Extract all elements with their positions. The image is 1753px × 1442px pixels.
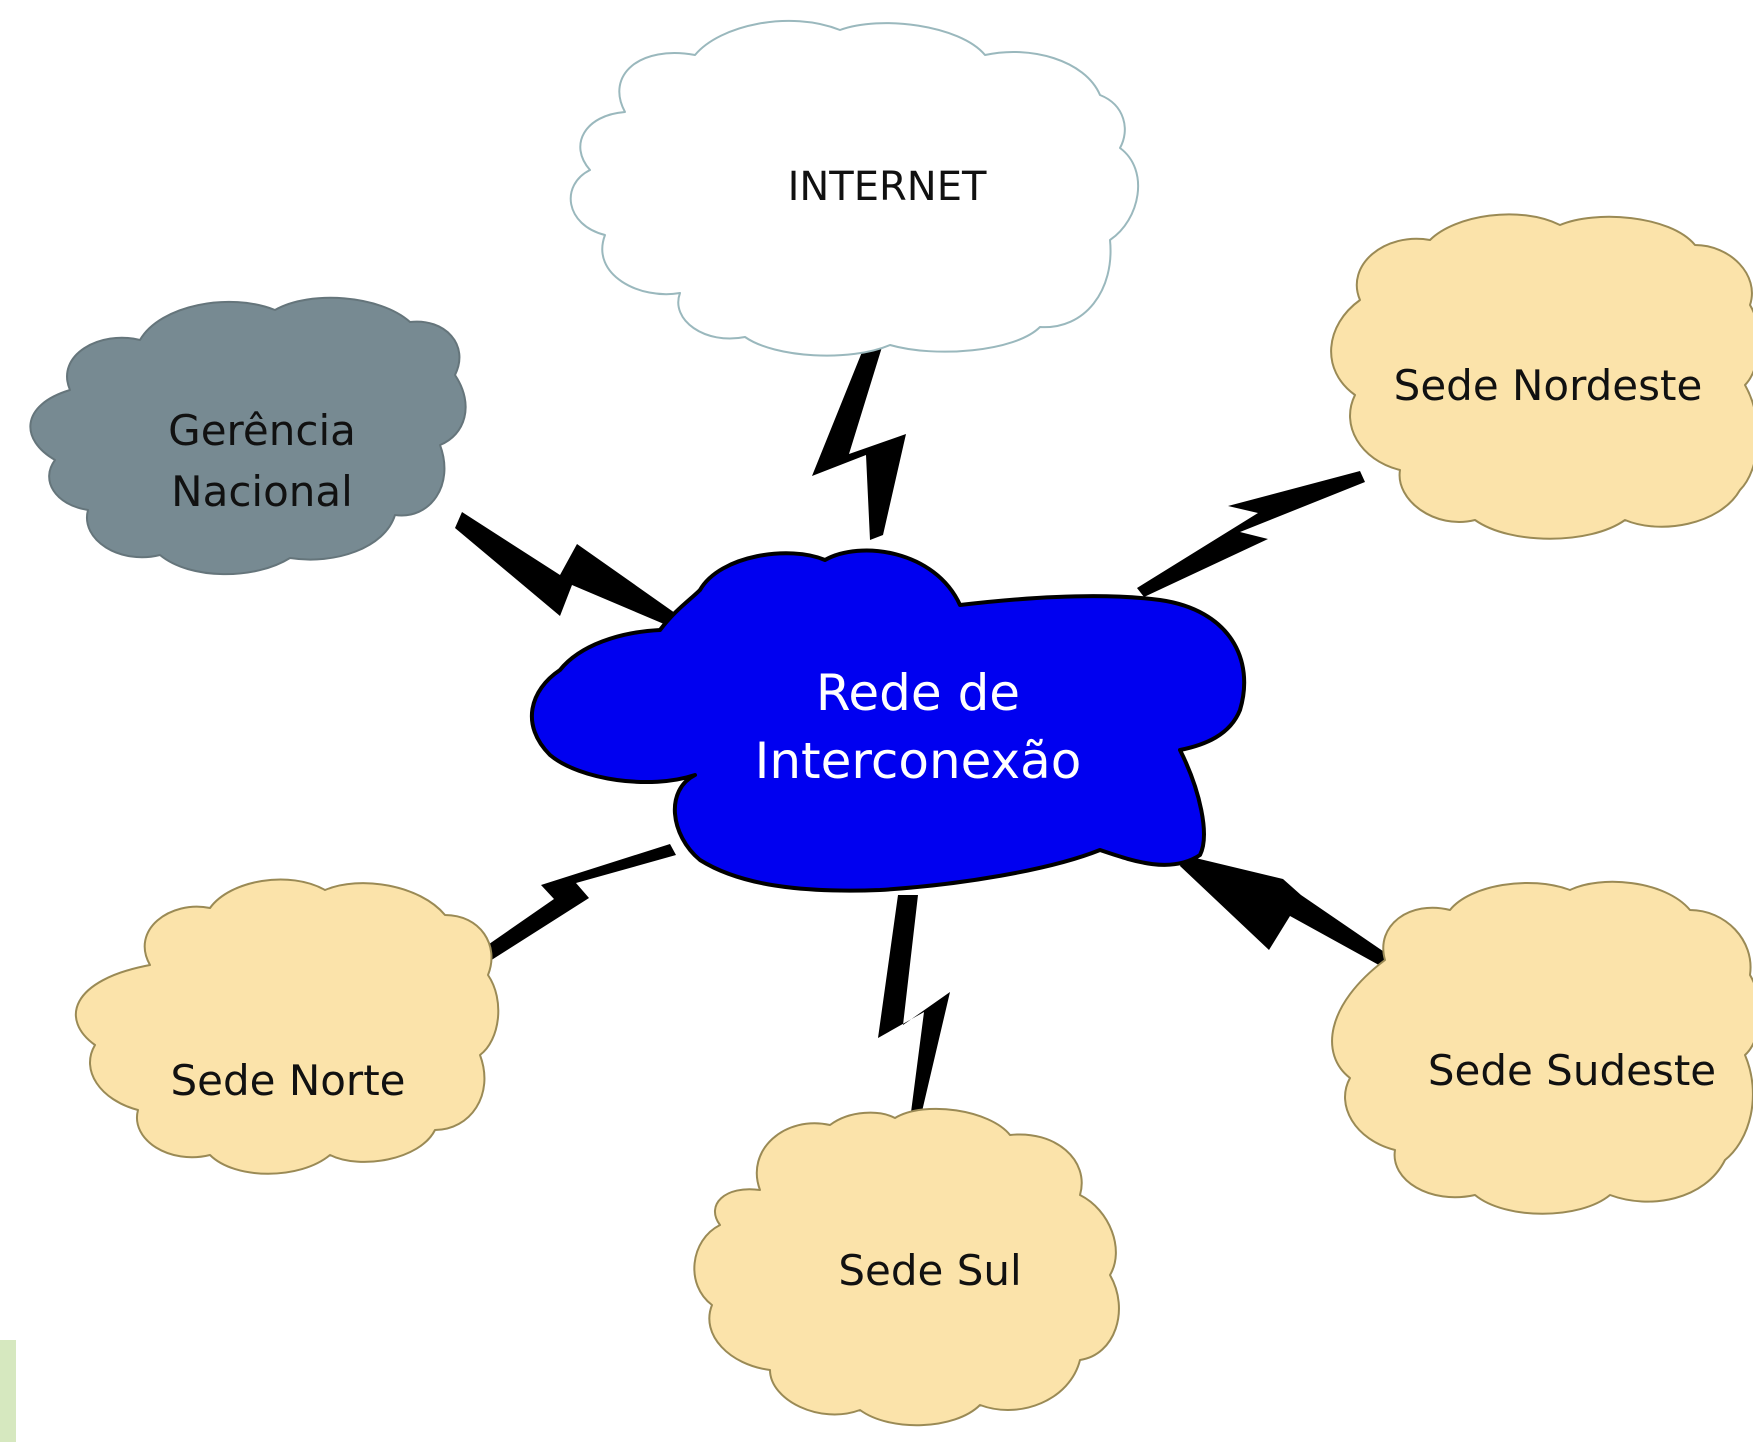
nordeste-cloud-icon — [1330, 213, 1753, 540]
hub-cloud-icon — [530, 548, 1247, 893]
sul-cloud-icon — [693, 1107, 1120, 1427]
hub-label-line2: Interconexão — [755, 732, 1082, 790]
sudeste-label: Sede Sudeste — [1428, 1046, 1716, 1095]
sudeste-cloud-icon — [1331, 880, 1753, 1215]
sul-label: Sede Sul — [838, 1246, 1021, 1295]
norte-label: Sede Norte — [170, 1056, 405, 1105]
corner-accent-strip — [0, 1340, 16, 1442]
clouds-layer — [29, 19, 1753, 1427]
internet-label: INTERNET — [788, 164, 987, 210]
link-sul-lightning-icon — [878, 895, 950, 1120]
link-norte-lightning-icon — [466, 844, 676, 973]
management-label-line2: Nacional — [171, 467, 353, 516]
management-label-line1: Gerência — [168, 406, 356, 455]
link-nordeste-lightning-icon — [1137, 471, 1365, 597]
link-internet-lightning-icon — [812, 347, 906, 540]
internet-cloud-icon — [569, 19, 1140, 357]
management-cloud-icon — [29, 296, 467, 576]
nordeste-label: Sede Nordeste — [1394, 361, 1703, 410]
link-management-lightning-icon — [455, 512, 692, 635]
link-sudeste-lightning-icon — [1180, 855, 1399, 975]
hub-label-line1: Rede de — [816, 664, 1020, 722]
norte-cloud-icon — [75, 878, 500, 1175]
links-layer — [455, 347, 1399, 1120]
labels-layer: INTERNET Gerência Nacional Sede Nordeste… — [168, 164, 1716, 1295]
